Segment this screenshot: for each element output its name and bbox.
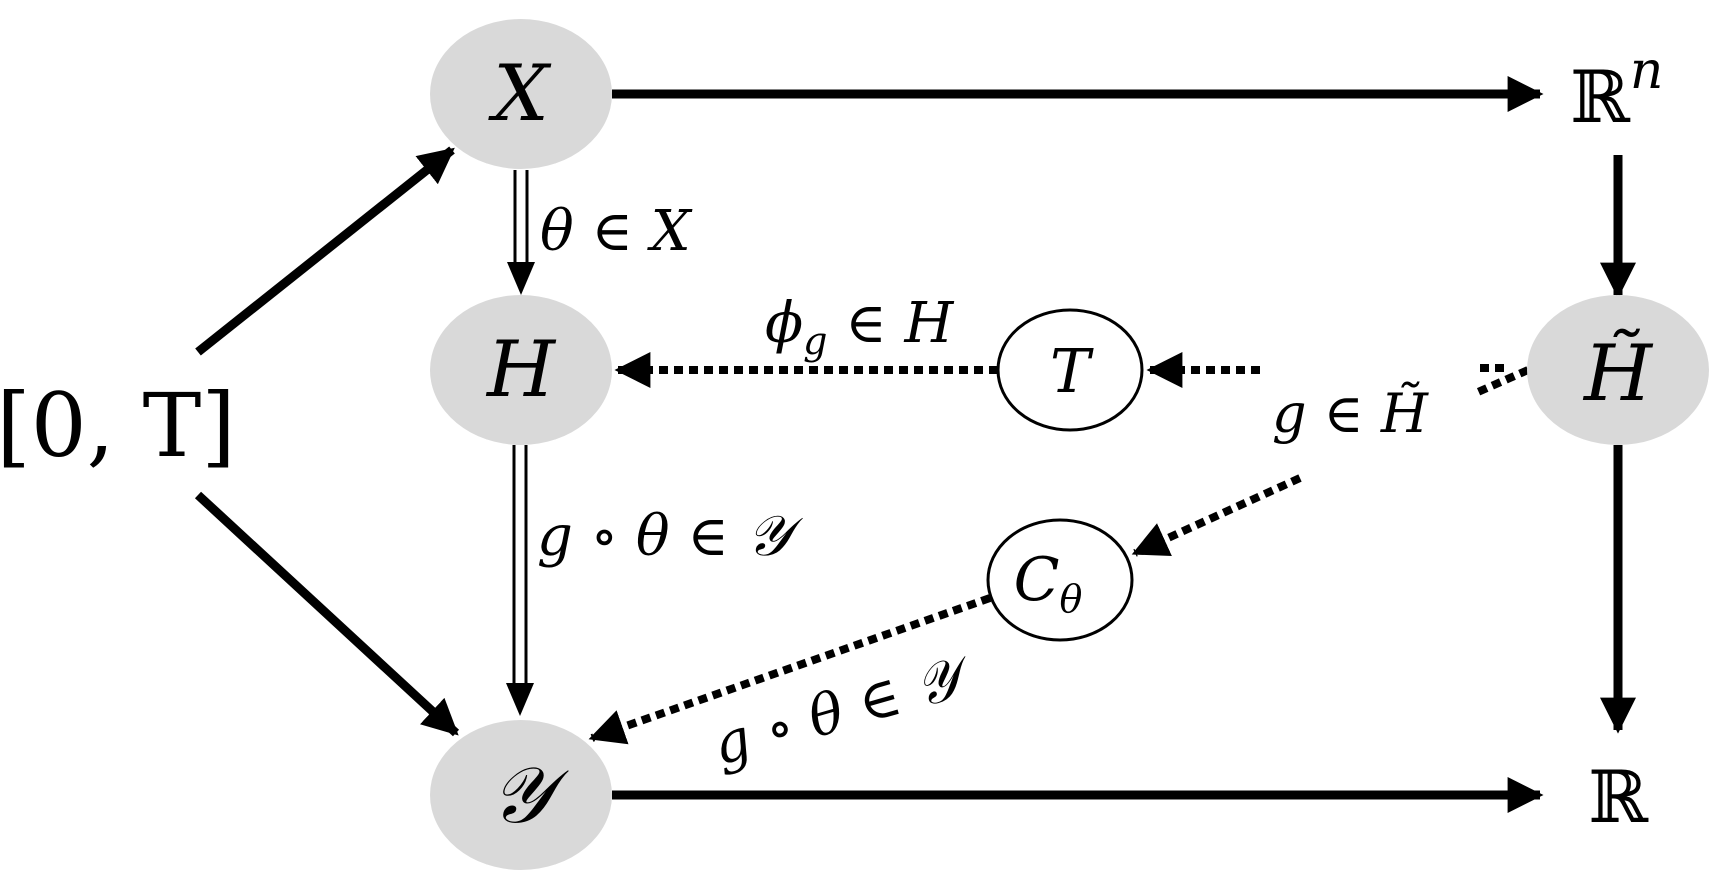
node-X-label: X xyxy=(487,49,552,139)
node-H-tilde-label: H̃ xyxy=(1582,327,1654,419)
node-C-subscript: θ xyxy=(1060,577,1083,621)
node-Rn-base: ℝ xyxy=(1570,55,1631,139)
arrow-interval-to-Y xyxy=(194,491,460,737)
node-T-operator: T xyxy=(996,308,1144,432)
double-arrow-H-to-Y xyxy=(506,445,534,716)
label-phi-subscript: g xyxy=(803,319,827,363)
dotted-arrow-g-to-C xyxy=(1131,474,1302,557)
node-C-theta: Cθ xyxy=(986,518,1134,642)
node-X: X xyxy=(430,19,612,169)
node-interval: [0, T] xyxy=(0,374,236,477)
double-arrow-X-to-H xyxy=(507,170,535,295)
node-Rn: ℝn xyxy=(1570,41,1663,139)
node-H-tilde: H̃ xyxy=(1527,295,1709,445)
label-g-theta-in-Y-diagonal: g ∘ θ ∈ 𝒴 xyxy=(706,642,980,778)
label-theta-in-X: θ ∈ X xyxy=(540,199,693,264)
node-C-theta-label: Cθ xyxy=(1014,545,1083,621)
arrow-interval-to-X xyxy=(195,146,455,356)
label-phi-rest: ∈ H xyxy=(828,291,955,356)
label-g-in-H-tilde: g ∈ H̃ xyxy=(1272,381,1429,445)
node-C-base: C xyxy=(1014,545,1060,615)
label-phi-base: ϕ xyxy=(765,291,803,356)
dotted-link-Htilde-to-g xyxy=(1476,366,1530,396)
dotted-arrow-C-to-Y xyxy=(588,594,992,745)
node-H-label: H xyxy=(485,325,557,415)
node-Y: 𝒴 xyxy=(430,720,612,870)
node-T-label: T xyxy=(1050,337,1094,407)
label-g-theta-in-Y-vertical: g ∘ θ ∈ 𝒴 xyxy=(537,504,804,569)
node-H: H xyxy=(430,295,612,445)
node-R: ℝ xyxy=(1588,755,1649,839)
node-Rn-superscript: n xyxy=(1630,41,1664,101)
label-phi-g-in-H: ϕg ∈ H xyxy=(765,291,955,363)
